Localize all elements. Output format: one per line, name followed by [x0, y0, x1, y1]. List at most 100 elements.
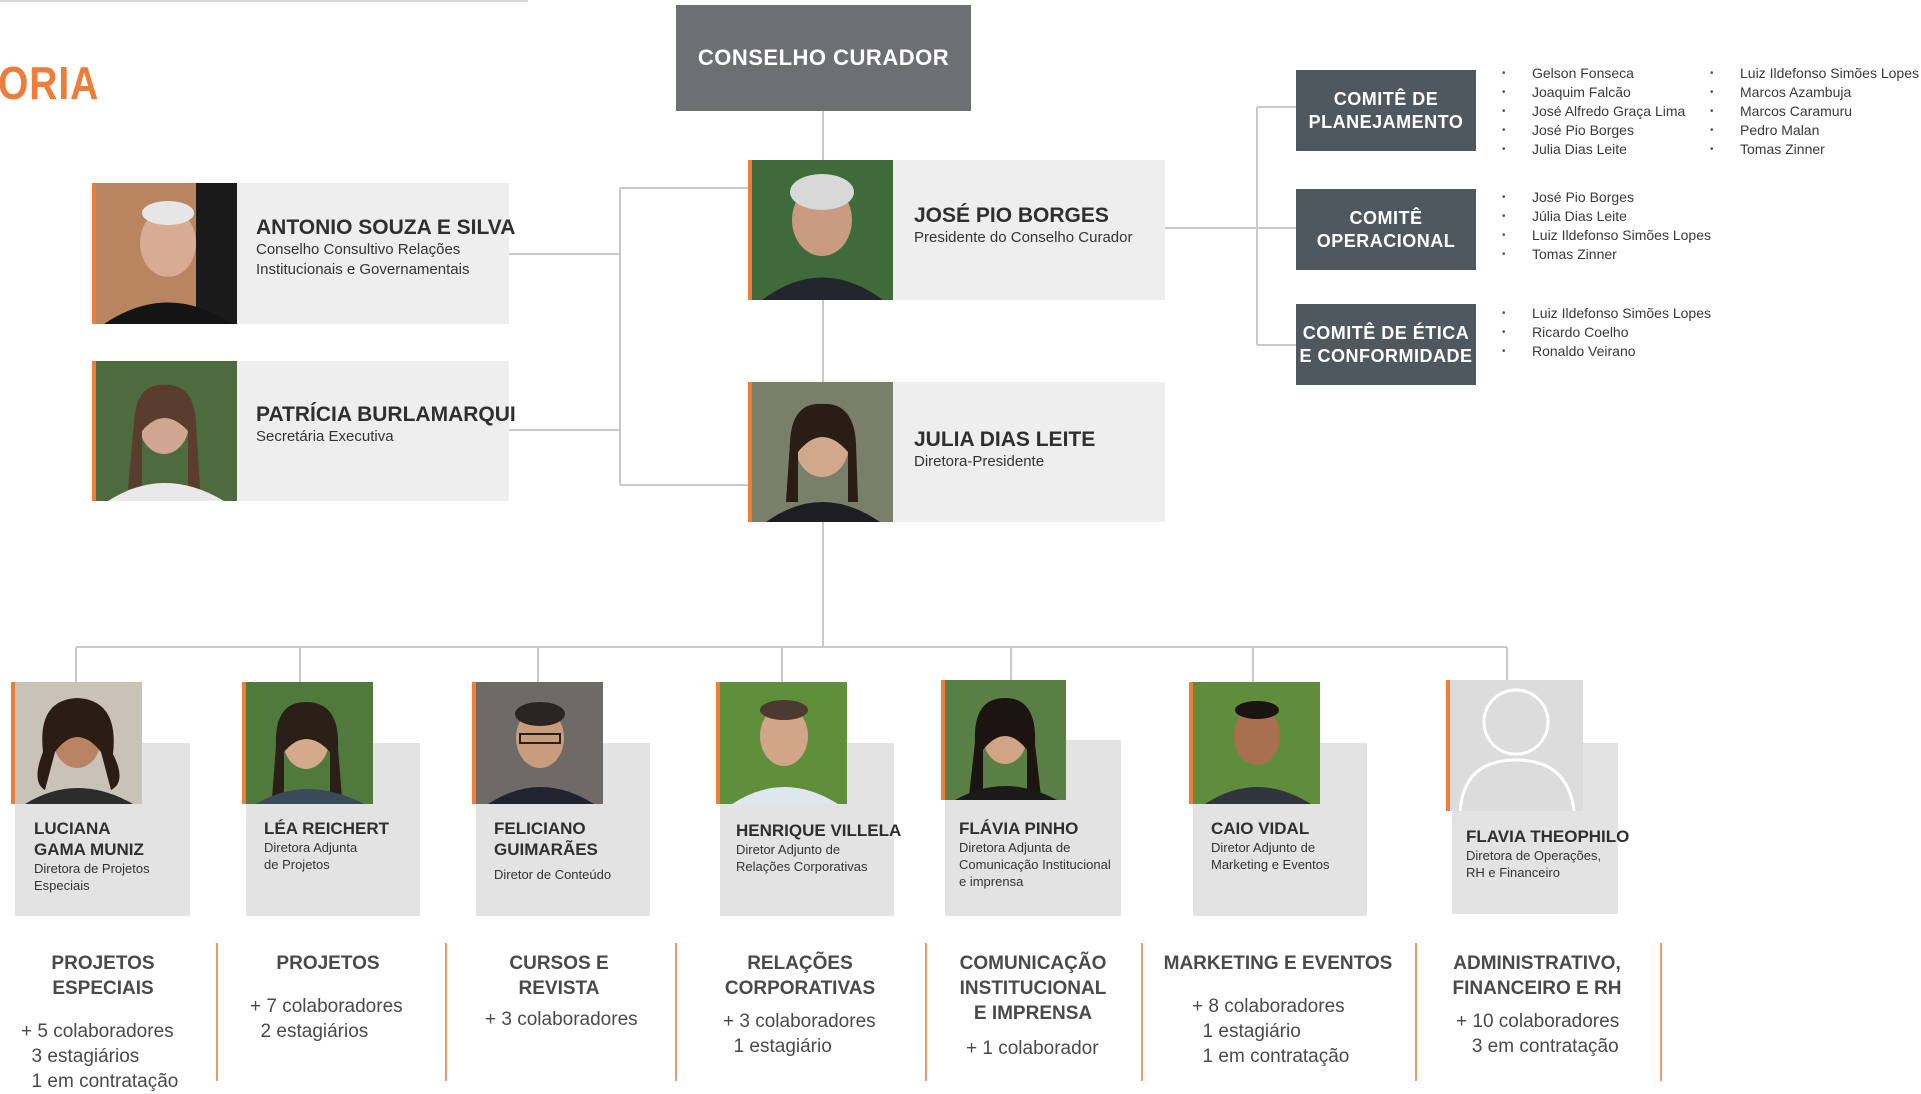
staff-line: 1 em contratação: [21, 1071, 179, 1092]
member-item: Luiz Ildefonso Simões Lopes: [1502, 304, 1711, 323]
director-role-line2: Marketing e Eventos: [1211, 857, 1330, 872]
portrait-photo: [92, 361, 237, 501]
advisor-name: ANTONIO SOUZA E SILVA: [256, 216, 516, 239]
column-divider: [1660, 943, 1662, 1081]
department-name-line1: CURSOS E: [509, 953, 609, 974]
page-title-fragment: ORIA: [0, 57, 100, 109]
department-column: PROJETOS ESPECIAIS + 5 colaboradores 3 e…: [0, 951, 206, 1094]
director-role-line3: e imprensa: [959, 874, 1024, 889]
department-name-line2: FINANCEIRO E RH: [1452, 978, 1622, 999]
department-name: PROJETOS: [276, 953, 380, 974]
advisor-name: PATRÍCIA BURLAMARQUI: [256, 403, 516, 426]
director-role-line2: de Projetos: [264, 857, 330, 872]
staff-line: + 7 colaboradores: [250, 996, 403, 1017]
department-name: PROJETOS ESPECIAIS: [51, 953, 155, 999]
staff-line: 1 em contratação: [1192, 1046, 1350, 1067]
department-name: MARKETING E EVENTOS: [1163, 953, 1393, 974]
staff-line: + 1 colaborador: [966, 1038, 1099, 1059]
committee-planning-members-col1: Gelson Fonseca Joaquim Falcão José Alfre…: [1502, 64, 1685, 159]
leader-role: Presidente do Conselho Curador: [914, 229, 1133, 246]
director-name-line2: GAMA MUNIZ: [34, 840, 144, 859]
department-column: ADMINISTRATIVO, FINANCEIRO E RH + 10 col…: [1418, 951, 1656, 1059]
portrait-photo: [748, 382, 893, 522]
member-item: Gelson Fonseca: [1502, 64, 1685, 83]
portrait-photo: [1446, 680, 1583, 811]
portrait-photo: [1189, 682, 1320, 804]
director-name-line1: HENRIQUE VILLELA: [736, 821, 902, 840]
staff-line: + 3 colaboradores: [485, 1009, 638, 1030]
staff-line: 1 estagiário: [1192, 1021, 1301, 1042]
department-column: CURSOS E REVISTA + 3 colaboradores: [448, 951, 670, 1032]
column-divider: [216, 943, 218, 1081]
director-role-line1: Diretor Adjunto de: [736, 842, 841, 857]
member-item: Pedro Malan: [1710, 121, 1919, 140]
department-name-line2: REVISTA: [518, 978, 600, 999]
director-role-line1: Diretora de Operações,: [1466, 848, 1602, 863]
director-name-line1: FELICIANO: [494, 819, 586, 838]
column-divider: [675, 943, 677, 1081]
advisor-role-line1: Conselho Consultivo Relações: [256, 241, 461, 258]
leader-card-ceo: JULIA DIAS LEITE Diretora-Presidente: [748, 382, 1165, 522]
top-divider: [0, 0, 528, 2]
member-item: Joaquim Falcão: [1502, 83, 1685, 102]
staff-line: + 3 colaboradores: [723, 1011, 876, 1032]
column-divider: [1415, 943, 1417, 1081]
director-role-line1: Diretora de Projetos: [34, 861, 150, 876]
portrait-photo: [472, 682, 603, 804]
leader-card-president-board: JOSÉ PIO BORGES Presidente do Conselho C…: [748, 160, 1165, 300]
director-role-line1: Diretora Adjunta de: [959, 840, 1071, 855]
board-box: CONSELHO CURADOR: [676, 5, 971, 111]
director-role-line1: Diretor de Conteúdo: [494, 867, 612, 882]
department-column: COMUNICAÇÃO INSTITUCIONAL E IMPRENSA + 1…: [928, 951, 1138, 1061]
department-name-line2: CORPORATIVAS: [724, 978, 876, 999]
advisor-card-secretary: PATRÍCIA BURLAMARQUI Secretária Executiv…: [92, 361, 516, 501]
advisor-role-line2: Institucionais e Governamentais: [256, 261, 470, 278]
director-name-line1: CAIO VIDAL: [1211, 819, 1310, 838]
portrait-photo: [748, 160, 893, 300]
leader-name: JULIA DIAS LEITE: [914, 428, 1096, 451]
director-role-line2: Comunicação Institucional: [959, 857, 1111, 872]
department-name-line2: INSTITUCIONAL: [959, 978, 1107, 999]
leader-role: Diretora-Presidente: [914, 453, 1045, 470]
member-item: Ricardo Coelho: [1502, 323, 1711, 342]
director-role-line2: Especiais: [34, 878, 90, 893]
committee-title-line1: COMITÊ: [1349, 207, 1423, 228]
staff-line: 2 estagiários: [250, 1021, 369, 1042]
department-column: MARKETING E EVENTOS + 8 colaboradores 1 …: [1144, 951, 1412, 1069]
director-name-line1: LÉA REICHERT: [264, 819, 389, 838]
staff-line: 3 em contratação: [1456, 1036, 1619, 1057]
committee-planning-members-col2: Luiz Ildefonso Simões Lopes Marcos Azamb…: [1710, 64, 1919, 159]
portrait-photo: [11, 682, 142, 804]
department-name-line1: ADMINISTRATIVO,: [1453, 953, 1621, 974]
member-item: Tomas Zinner: [1710, 140, 1919, 159]
member-item: José Pio Borges: [1502, 188, 1711, 207]
department-name-line3: E IMPRENSA: [973, 1003, 1093, 1024]
director-name-line2: GUIMARÃES: [494, 840, 598, 859]
director-role-line1: Diretor Adjunto de: [1211, 840, 1316, 855]
member-item: Marcos Azambuja: [1710, 83, 1919, 102]
director-role-line1: Diretora Adjunta: [264, 840, 358, 855]
committee-title-line1: COMITÊ DE: [1333, 88, 1439, 109]
member-item: Júlia Dias Leite: [1502, 207, 1711, 226]
director-name-line1: LUCIANA: [34, 819, 111, 838]
staff-line: + 8 colaboradores: [1192, 996, 1345, 1017]
committee-ethics-members: Luiz Ildefonso Simões Lopes Ricardo Coel…: [1502, 304, 1711, 361]
director-role-line2: RH e Financeiro: [1466, 865, 1560, 880]
column-divider: [445, 943, 447, 1081]
member-item: Marcos Caramuru: [1710, 102, 1919, 121]
committee-title-line2: PLANEJAMENTO: [1308, 111, 1464, 132]
department-column: PROJETOS + 7 colaboradores 2 estagiários: [218, 951, 438, 1044]
committee-title-line2: OPERACIONAL: [1316, 230, 1456, 251]
column-divider: [925, 943, 927, 1081]
department-name-line1: COMUNICAÇÃO: [959, 953, 1107, 974]
leader-name: JOSÉ PIO BORGES: [914, 204, 1109, 227]
department-name-line1: RELAÇÕES: [747, 953, 853, 974]
member-item: Luiz Ildefonso Simões Lopes: [1502, 226, 1711, 245]
committee-operational-members: José Pio Borges Júlia Dias Leite Luiz Il…: [1502, 188, 1711, 264]
portrait-photo: [941, 680, 1066, 800]
member-item: Tomas Zinner: [1502, 245, 1711, 264]
